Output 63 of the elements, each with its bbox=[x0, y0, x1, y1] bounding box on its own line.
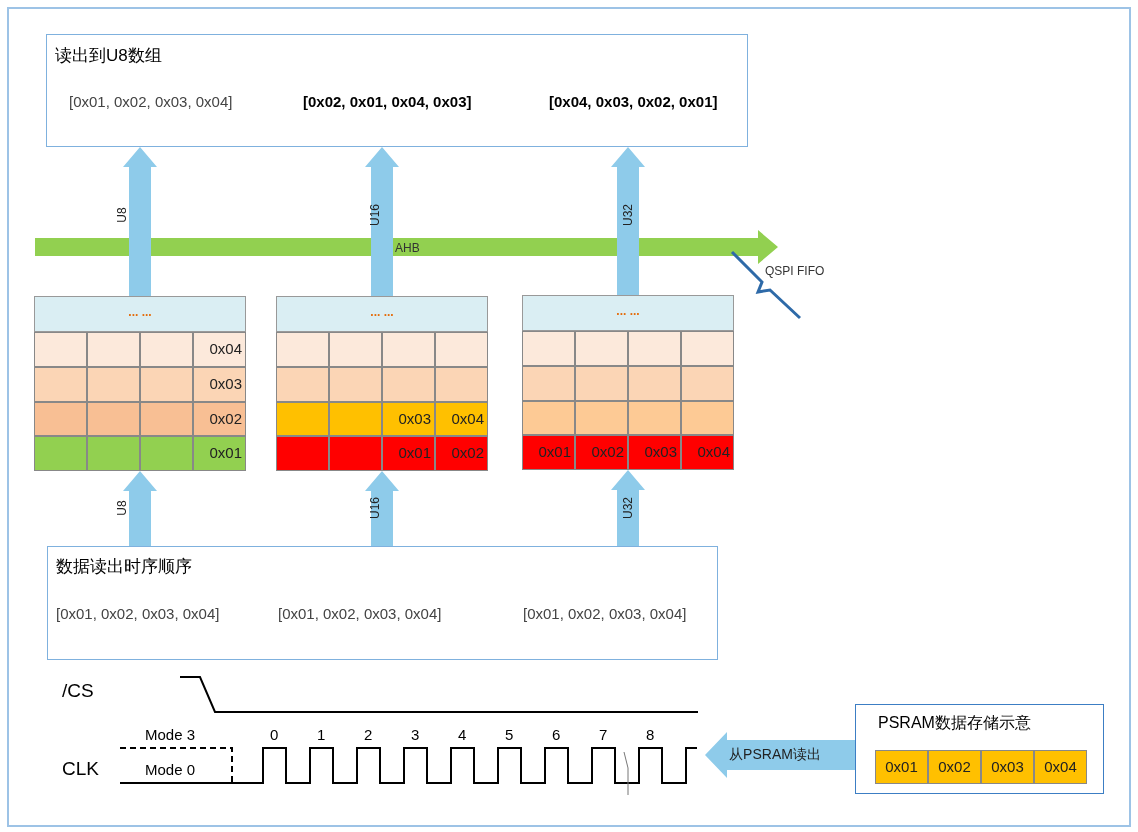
signal-label: CLK bbox=[62, 758, 99, 780]
arrow bbox=[365, 471, 399, 546]
byte-array-text: [0x01, 0x02, 0x03, 0x04] bbox=[56, 605, 220, 622]
table-cell: 0x02 bbox=[193, 401, 246, 437]
clock-cycle-number: 3 bbox=[411, 726, 420, 743]
table-cell: 0x04 bbox=[681, 435, 734, 470]
edge-label: U16 bbox=[368, 204, 382, 226]
arrow bbox=[611, 147, 645, 295]
table-cell: 0x03 bbox=[193, 366, 246, 402]
byte-array-text: [0x02, 0x01, 0x04, 0x03] bbox=[303, 93, 472, 110]
panel-heading: 读出到U8数组 bbox=[55, 45, 162, 67]
clock-cycle-number: 0 bbox=[270, 726, 279, 743]
clock-cycle-number: 8 bbox=[646, 726, 655, 743]
panel-heading: PSRAM数据存储示意 bbox=[878, 713, 1031, 733]
table-cell: 0x02 bbox=[435, 436, 488, 471]
edge-label: U16 bbox=[368, 497, 382, 519]
arrow bbox=[705, 732, 855, 778]
clock-cycle-number: 4 bbox=[458, 726, 467, 743]
table-cell: 0x01 bbox=[193, 436, 246, 471]
signal-label: Mode 0 bbox=[145, 761, 196, 778]
panel-heading: 数据读出时序顺序 bbox=[56, 556, 192, 578]
edge-label: U32 bbox=[621, 497, 635, 519]
text-panel bbox=[47, 546, 718, 660]
bus-label: QSPI FIFO bbox=[765, 264, 825, 278]
bus-label: AHB bbox=[395, 241, 420, 255]
fifo-table bbox=[276, 296, 488, 471]
fifo-table bbox=[522, 295, 734, 470]
signal-label: /CS bbox=[62, 680, 94, 702]
byte-array-text: [0x04, 0x03, 0x02, 0x01] bbox=[549, 93, 718, 110]
table-cell: 0x03 bbox=[382, 401, 435, 437]
edge-label: U8 bbox=[115, 207, 129, 223]
table-header: ... ... bbox=[276, 296, 488, 332]
clock-cycle-number: 5 bbox=[505, 726, 514, 743]
clock-cycle-number: 7 bbox=[599, 726, 608, 743]
table-header: ... ... bbox=[34, 296, 246, 332]
byte-array-text: [0x01, 0x02, 0x03, 0x04] bbox=[278, 605, 442, 622]
arrow bbox=[123, 147, 157, 296]
fifo-table bbox=[34, 296, 246, 471]
clock-cycle-number: 1 bbox=[317, 726, 326, 743]
clock-cycle-number: 2 bbox=[364, 726, 373, 743]
arrow bbox=[611, 470, 645, 546]
table-cell: 0x01 bbox=[522, 435, 575, 470]
memory-cell: 0x04 bbox=[1034, 750, 1087, 784]
text-panel bbox=[46, 34, 748, 147]
table-cell: 0x03 bbox=[628, 435, 681, 470]
table-cell: 0x02 bbox=[575, 435, 628, 470]
signal-label: Mode 3 bbox=[145, 726, 196, 743]
table-cell: 0x04 bbox=[435, 401, 488, 437]
edge-label: 从PSRAM读出 bbox=[729, 746, 821, 764]
edge-label: U32 bbox=[621, 204, 635, 226]
table-cell: 0x01 bbox=[382, 436, 435, 471]
memory-panel bbox=[855, 704, 1104, 794]
table-header: ... ... bbox=[522, 295, 734, 331]
memory-cell: 0x03 bbox=[981, 750, 1034, 784]
edge-label: U8 bbox=[115, 500, 129, 516]
memory-cell: 0x02 bbox=[928, 750, 981, 784]
clock-cycle-number: 6 bbox=[552, 726, 561, 743]
byte-array-text: [0x01, 0x02, 0x03, 0x04] bbox=[69, 93, 233, 110]
table-cell: 0x04 bbox=[193, 332, 246, 367]
byte-array-text: [0x01, 0x02, 0x03, 0x04] bbox=[523, 605, 687, 622]
arrow bbox=[123, 471, 157, 546]
arrow bbox=[365, 147, 399, 296]
memory-cell: 0x01 bbox=[875, 750, 928, 784]
